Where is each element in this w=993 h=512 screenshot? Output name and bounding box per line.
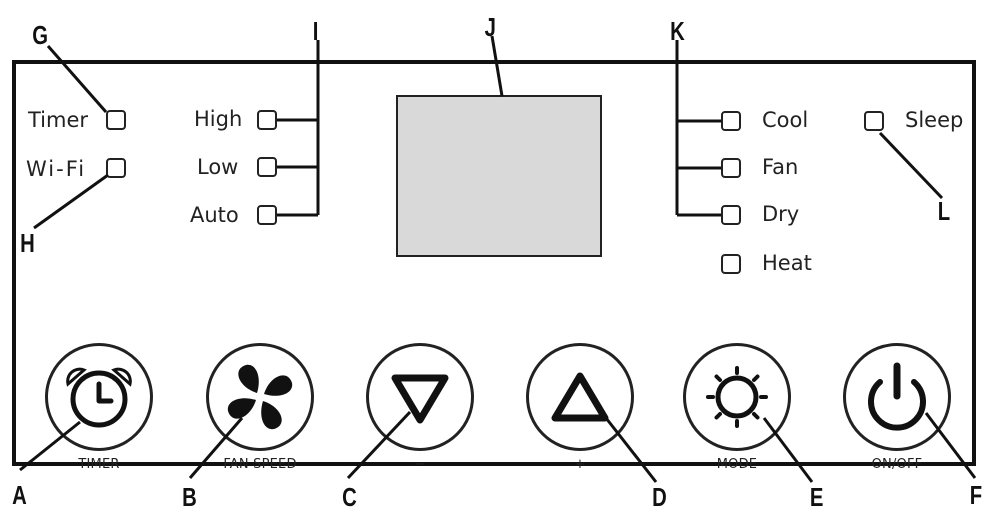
down-button[interactable] [366, 343, 474, 451]
indicator-light-low [257, 157, 277, 177]
mode-button[interactable] [683, 343, 791, 451]
triangle-down-icon [391, 374, 449, 424]
callout-j: J [484, 12, 496, 42]
mode-button-label: MODE [716, 457, 758, 472]
fan-speed-button[interactable] [206, 343, 314, 451]
indicator-label-dry: Dry [762, 202, 800, 226]
callout-c: C [342, 482, 357, 512]
up-button-label: + [574, 457, 586, 472]
indicator-label-sleep: Sleep [905, 108, 964, 132]
callout-a: A [12, 480, 27, 510]
callout-g: G [32, 20, 49, 50]
callout-k: K [670, 16, 685, 46]
indicator-light-cool [721, 111, 741, 131]
callout-b: B [182, 482, 197, 512]
sun-icon [706, 366, 768, 428]
indicator-label-heat: Heat [762, 251, 812, 275]
callout-e: E [809, 482, 824, 512]
indicator-label-cool: Cool [762, 108, 809, 132]
callout-f: F [969, 480, 983, 510]
callout-h: H [20, 228, 35, 258]
indicator-light-sleep [864, 111, 884, 131]
callout-l: L [937, 196, 951, 226]
lcd-display [396, 95, 602, 257]
power-button[interactable] [843, 343, 951, 451]
power-button-label: ON/OFF [871, 457, 923, 472]
indicator-light-timer [106, 110, 126, 130]
indicator-label-auto: Auto [190, 203, 239, 227]
indicator-light-auto [257, 205, 277, 225]
timer-button-label: TIMER [78, 457, 120, 472]
timer-button[interactable] [45, 343, 153, 451]
callout-i: I [312, 16, 319, 46]
indicator-label-wifi: Wi-Fi [26, 157, 87, 181]
alarm-clock-icon [66, 367, 132, 428]
indicator-label-fan: Fan [762, 155, 799, 179]
down-button-label: − [414, 457, 426, 472]
fan-icon [227, 364, 293, 430]
indicator-light-high [257, 110, 277, 130]
indicator-light-dry [721, 205, 741, 225]
power-icon [868, 362, 926, 431]
indicator-light-fan [721, 158, 741, 178]
indicator-label-high: High [194, 107, 243, 131]
indicator-light-wifi [106, 158, 126, 178]
indicator-label-timer: Timer [28, 108, 89, 132]
callout-d: D [652, 482, 667, 512]
indicator-label-low: Low [197, 155, 239, 179]
triangle-up-icon [551, 372, 609, 422]
indicator-light-heat [721, 254, 741, 274]
fan-speed-button-label: FAN SPEED [223, 457, 297, 472]
